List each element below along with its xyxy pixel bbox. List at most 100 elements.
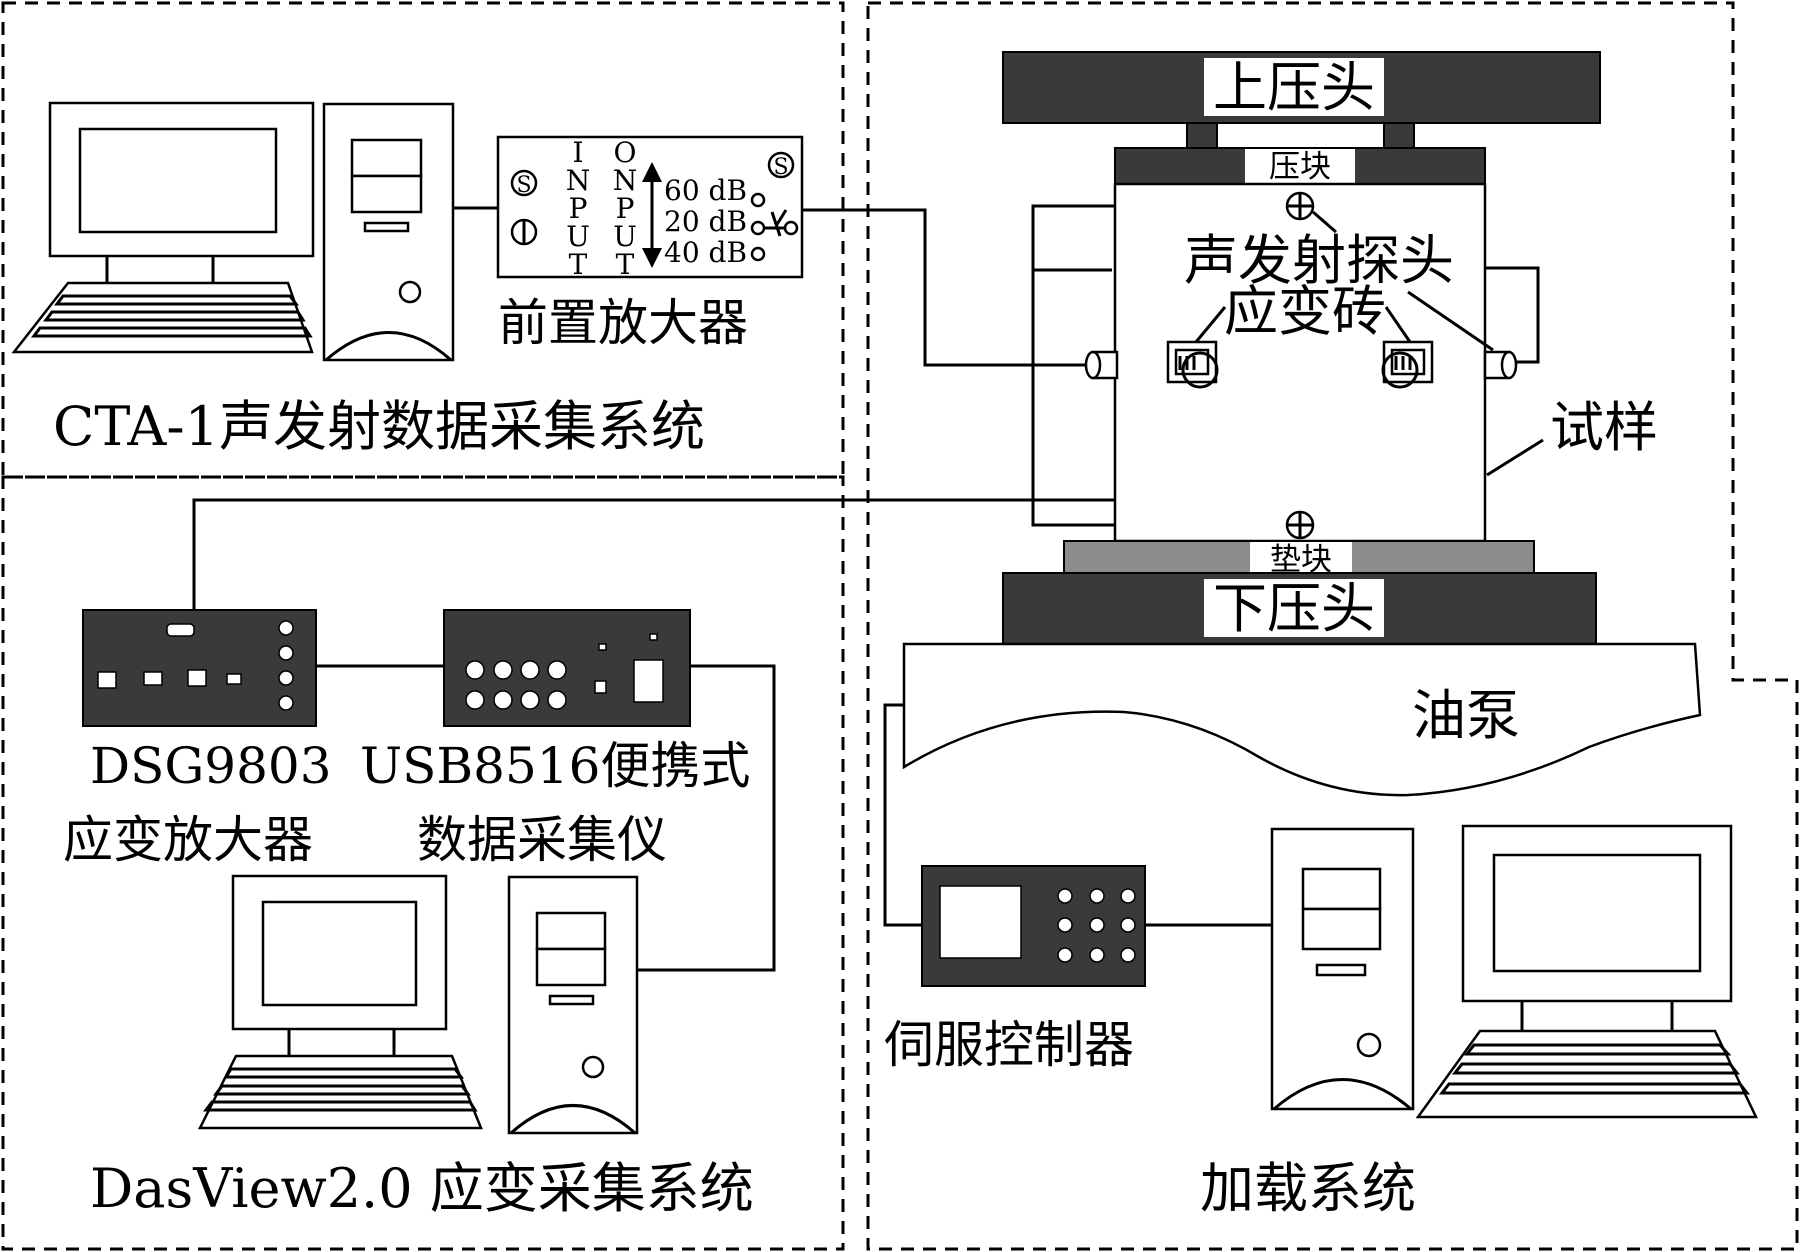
gain-selector-dot: [750, 220, 766, 236]
pc3-drive-lower: [1301, 907, 1382, 951]
pc3-tower-base: [1273, 1078, 1412, 1111]
bottom-sensor-cross: [1287, 512, 1313, 538]
preamp-knob-right: [767, 151, 795, 179]
servo-button: [1089, 917, 1105, 933]
specimen-leader: [1486, 438, 1544, 477]
pc1-screen: [78, 127, 278, 234]
daq-socket: [493, 690, 513, 710]
strain-amp-button: [143, 671, 163, 686]
preamp-label: 前置放大器: [498, 294, 748, 352]
wire-right-probe-loop: [1485, 266, 1540, 364]
servo-button: [1120, 888, 1136, 904]
pc3-screen: [1492, 853, 1702, 973]
ae-probe-leader: [1312, 210, 1337, 234]
cta-computer: [11, 101, 455, 362]
strain-amp-button: [226, 673, 242, 685]
strain-amp-led: [278, 620, 294, 636]
preamp-output-label: O N P U T: [613, 136, 638, 281]
pc2-keyboard-keys: [203, 1067, 478, 1112]
pc3-stand: [1520, 1001, 1674, 1033]
gain-selector-dot: [750, 192, 766, 208]
pc1-stand: [105, 256, 215, 285]
strain-amp-button: [187, 669, 207, 687]
upper-head-label: 上压头: [1213, 56, 1375, 119]
cta-system-title: CTA-1声发射数据采集系统: [53, 395, 705, 458]
probe-right-face: [1500, 350, 1518, 380]
strain-gauge-left-leader: [1194, 306, 1227, 343]
preamp-knob-top: [510, 169, 538, 197]
upper-block-label-bg: [1245, 149, 1355, 183]
pc3-slot: [1315, 963, 1367, 977]
strain-gauge-left: [1166, 340, 1219, 389]
preamp-knob-top-glyph: S: [516, 173, 531, 198]
daq-indicator: [649, 633, 658, 641]
output-letter: N: [613, 164, 638, 197]
preamplifier: S S I N P U T O N P U T 60 dB 20 dB 40 d…: [496, 135, 804, 281]
daq-model-label: USB8516便携式: [360, 737, 750, 795]
strain-gauge-right: [1381, 340, 1434, 389]
preamp-gain-arrow-head-down: [642, 248, 662, 268]
strain-amp-port: [166, 623, 195, 637]
input-letter: T: [569, 248, 588, 281]
dasview-system-title: DasView2.0 应变采集系统: [90, 1157, 754, 1220]
cta-boundary: [1, 1, 845, 479]
strain-amp-button: [97, 671, 117, 689]
probe-left-face: [1084, 350, 1102, 380]
daq-usb-port: [633, 659, 664, 703]
pc2-tower-base: [510, 1104, 636, 1135]
output-letter: T: [616, 248, 635, 281]
daq-socket: [547, 690, 567, 710]
gain-60db-label: 60 dB: [664, 174, 747, 207]
daq-socket: [520, 660, 540, 680]
pc3-drive-upper: [1301, 867, 1382, 911]
strain-amp-box: [82, 609, 317, 727]
strain-amplifier: [82, 609, 317, 727]
pc2-screen: [261, 900, 418, 1007]
dasview-boundary: [1, 475, 845, 1251]
daq-socket: [547, 660, 567, 680]
daq-name-label: 数据采集仪: [417, 811, 667, 869]
dasview-computer: [197, 874, 639, 1135]
pc1-drive-lower: [350, 174, 423, 214]
daq-socket: [465, 660, 485, 680]
input-letter: N: [566, 164, 591, 197]
upper-block-neck-left: [1186, 122, 1218, 150]
pc2-drive-upper: [535, 911, 607, 951]
gauge-right-lines: [1394, 356, 1412, 370]
upper-block-label: 压块: [1269, 149, 1331, 185]
gauge-right-ring: [1381, 351, 1419, 389]
gain-selector-dot: [750, 246, 766, 262]
lower-block-label-bg: [1250, 542, 1352, 573]
upper-head-label-bg: [1204, 58, 1384, 116]
pc1-power-button: [398, 280, 422, 304]
servo-label: 伺服控制器: [884, 1016, 1134, 1074]
input-letter: I: [572, 136, 583, 169]
pc1-tower-base: [325, 331, 452, 362]
ae-probe-left: [1084, 350, 1119, 380]
daq-socket: [493, 660, 513, 680]
output-letter: O: [614, 136, 637, 169]
usb-daq: [443, 609, 691, 727]
gain-20db-label: 20 dB: [664, 205, 747, 238]
gain-selector-pivot: [783, 220, 799, 236]
output-letter: P: [616, 192, 635, 225]
pc1-slot: [363, 221, 410, 233]
oil-pump-label: 油泵: [1412, 684, 1520, 747]
pc3-keyboard-keys: [1438, 1043, 1751, 1095]
daq-indicator: [594, 680, 607, 694]
preamp-gain-arrow-head-up: [642, 162, 662, 182]
servo-button: [1120, 917, 1136, 933]
gauge-left-lines: [1178, 356, 1196, 370]
servo-button: [1089, 888, 1105, 904]
loading-boundary: [866, 1, 1799, 1251]
pc2-drive-lower: [535, 947, 607, 987]
gain-selector-lever: [764, 209, 788, 237]
specimen-label: 试样: [1550, 396, 1658, 459]
strain-amp-model-label: DSG9803: [90, 737, 332, 795]
preamp-input-label: I N P U T: [566, 136, 591, 281]
strain-amp-led: [278, 670, 294, 686]
daq-socket: [520, 690, 540, 710]
loading-computer: [1270, 824, 1758, 1119]
